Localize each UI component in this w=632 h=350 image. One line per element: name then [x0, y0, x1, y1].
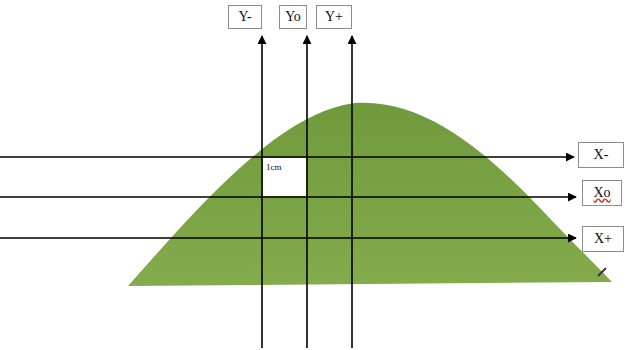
axis-label: X+ — [594, 231, 612, 247]
label-box: Y- — [228, 5, 262, 29]
axis-label: Y+ — [325, 9, 343, 25]
scale-square: 1cm — [263, 158, 306, 196]
label-box: Xo — [582, 180, 622, 206]
label-box: Yo — [279, 5, 307, 29]
corner-tick — [598, 268, 606, 276]
axis-arrows — [0, 36, 576, 348]
label-box: Y+ — [316, 5, 352, 29]
label-box: X+ — [582, 226, 624, 252]
y-zero-arrow — [306, 36, 308, 348]
green-mound — [128, 103, 612, 286]
y-plus-arrow — [351, 36, 353, 348]
axis-label: X- — [594, 147, 609, 163]
x-zero-arrow — [0, 196, 576, 198]
axis-label: Yo — [285, 9, 301, 25]
axis-label: Xo — [593, 185, 610, 201]
axis-label: Y- — [238, 9, 251, 25]
scale-label: 1cm — [266, 162, 282, 172]
label-box: X- — [578, 142, 624, 168]
x-plus-arrow — [0, 237, 576, 239]
